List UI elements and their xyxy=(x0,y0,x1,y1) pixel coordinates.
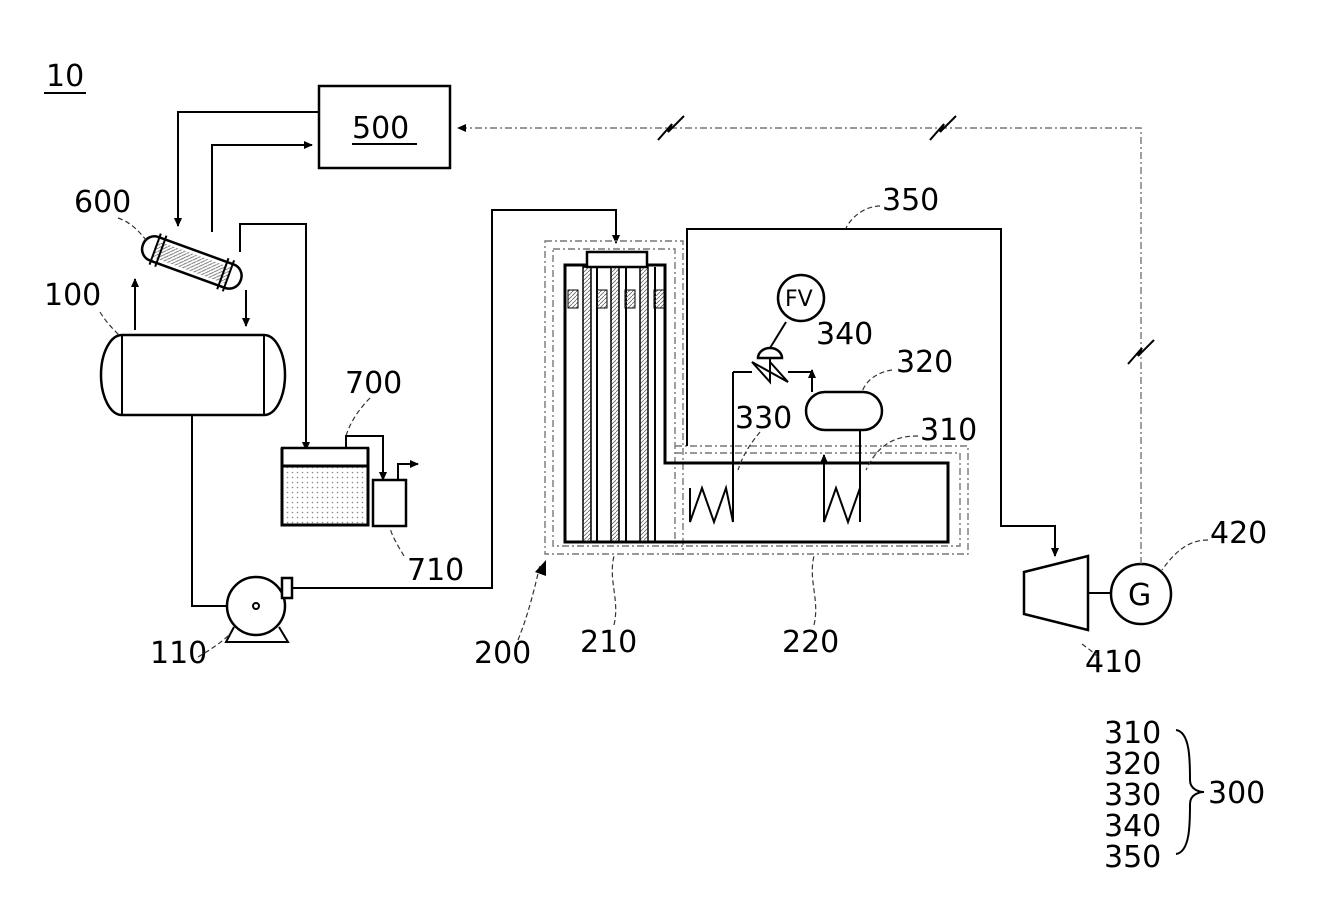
storage-tank-label: 100 xyxy=(44,278,101,313)
storage-tank-100 xyxy=(101,335,285,415)
section-220-label: 220 xyxy=(782,625,839,660)
pump-110 xyxy=(226,577,292,642)
valve-340 xyxy=(752,322,812,382)
generator-symbol: G xyxy=(1128,578,1151,613)
tank-to-pump-line xyxy=(192,415,227,606)
separator-label: 320 xyxy=(896,345,953,380)
generator-leader xyxy=(1162,540,1208,570)
generator-label: 420 xyxy=(1210,516,1267,551)
legend-member-340: 340 xyxy=(1104,809,1161,844)
figure-label: 10 xyxy=(46,59,84,94)
signal-break-2 xyxy=(930,116,956,140)
condenser-to-controller-line xyxy=(212,145,312,232)
tank-710-vent xyxy=(398,464,418,480)
turbine-label: 410 xyxy=(1085,645,1142,680)
group-legend: 310 320 330 340 350 300 xyxy=(1104,716,1265,875)
pump-to-exchanger-line xyxy=(292,210,616,588)
section-210-label: 210 xyxy=(580,625,637,660)
pipe-350-leader xyxy=(846,206,880,228)
separator-leader xyxy=(862,370,892,392)
legend-member-320: 320 xyxy=(1104,747,1161,782)
flow-valve-indicator: FV xyxy=(778,275,824,321)
tank-710-label: 710 xyxy=(407,553,464,588)
tank-700-leader xyxy=(346,398,370,436)
flow-valve-label: FV xyxy=(785,287,813,312)
controller-label: 500 xyxy=(352,111,409,146)
pump-label: 110 xyxy=(150,636,207,671)
tank-700 xyxy=(282,448,368,525)
pipe-350-label: 350 xyxy=(882,183,939,218)
controller-to-condenser-line xyxy=(178,112,319,226)
storage-tank-leader xyxy=(100,312,120,336)
condenser-leader xyxy=(118,218,146,240)
signal-line xyxy=(458,128,1141,564)
coil-330 xyxy=(690,372,752,522)
coil-310-label: 310 xyxy=(920,413,977,448)
legend-member-350: 350 xyxy=(1104,840,1161,875)
legend-brace xyxy=(1176,730,1204,854)
legend-member-330: 330 xyxy=(1104,778,1161,813)
controller-500: 500 xyxy=(319,86,450,168)
coil-330-label: 330 xyxy=(735,401,792,436)
section-220-leader xyxy=(812,556,815,625)
turbine-410 xyxy=(1024,556,1088,630)
legend-member-310: 310 xyxy=(1104,716,1161,751)
heat-exchanger-label: 200 xyxy=(474,636,531,671)
valve-label: 340 xyxy=(816,317,873,352)
legend-group-label: 300 xyxy=(1208,776,1265,811)
condenser-label: 600 xyxy=(74,185,131,220)
section-210-leader xyxy=(612,556,615,625)
tank-710-leader xyxy=(390,528,404,556)
generator-420: G xyxy=(1111,564,1171,624)
tank-710 xyxy=(373,480,406,526)
heat-exchanger-200 xyxy=(545,241,968,554)
condenser-600 xyxy=(137,229,246,296)
coil-310 xyxy=(824,430,860,522)
heat-exchanger-leader xyxy=(518,565,540,640)
separator-320 xyxy=(806,392,882,430)
tank-700-label: 700 xyxy=(345,366,402,401)
heat-exchanger-leader-arrow xyxy=(535,560,546,576)
